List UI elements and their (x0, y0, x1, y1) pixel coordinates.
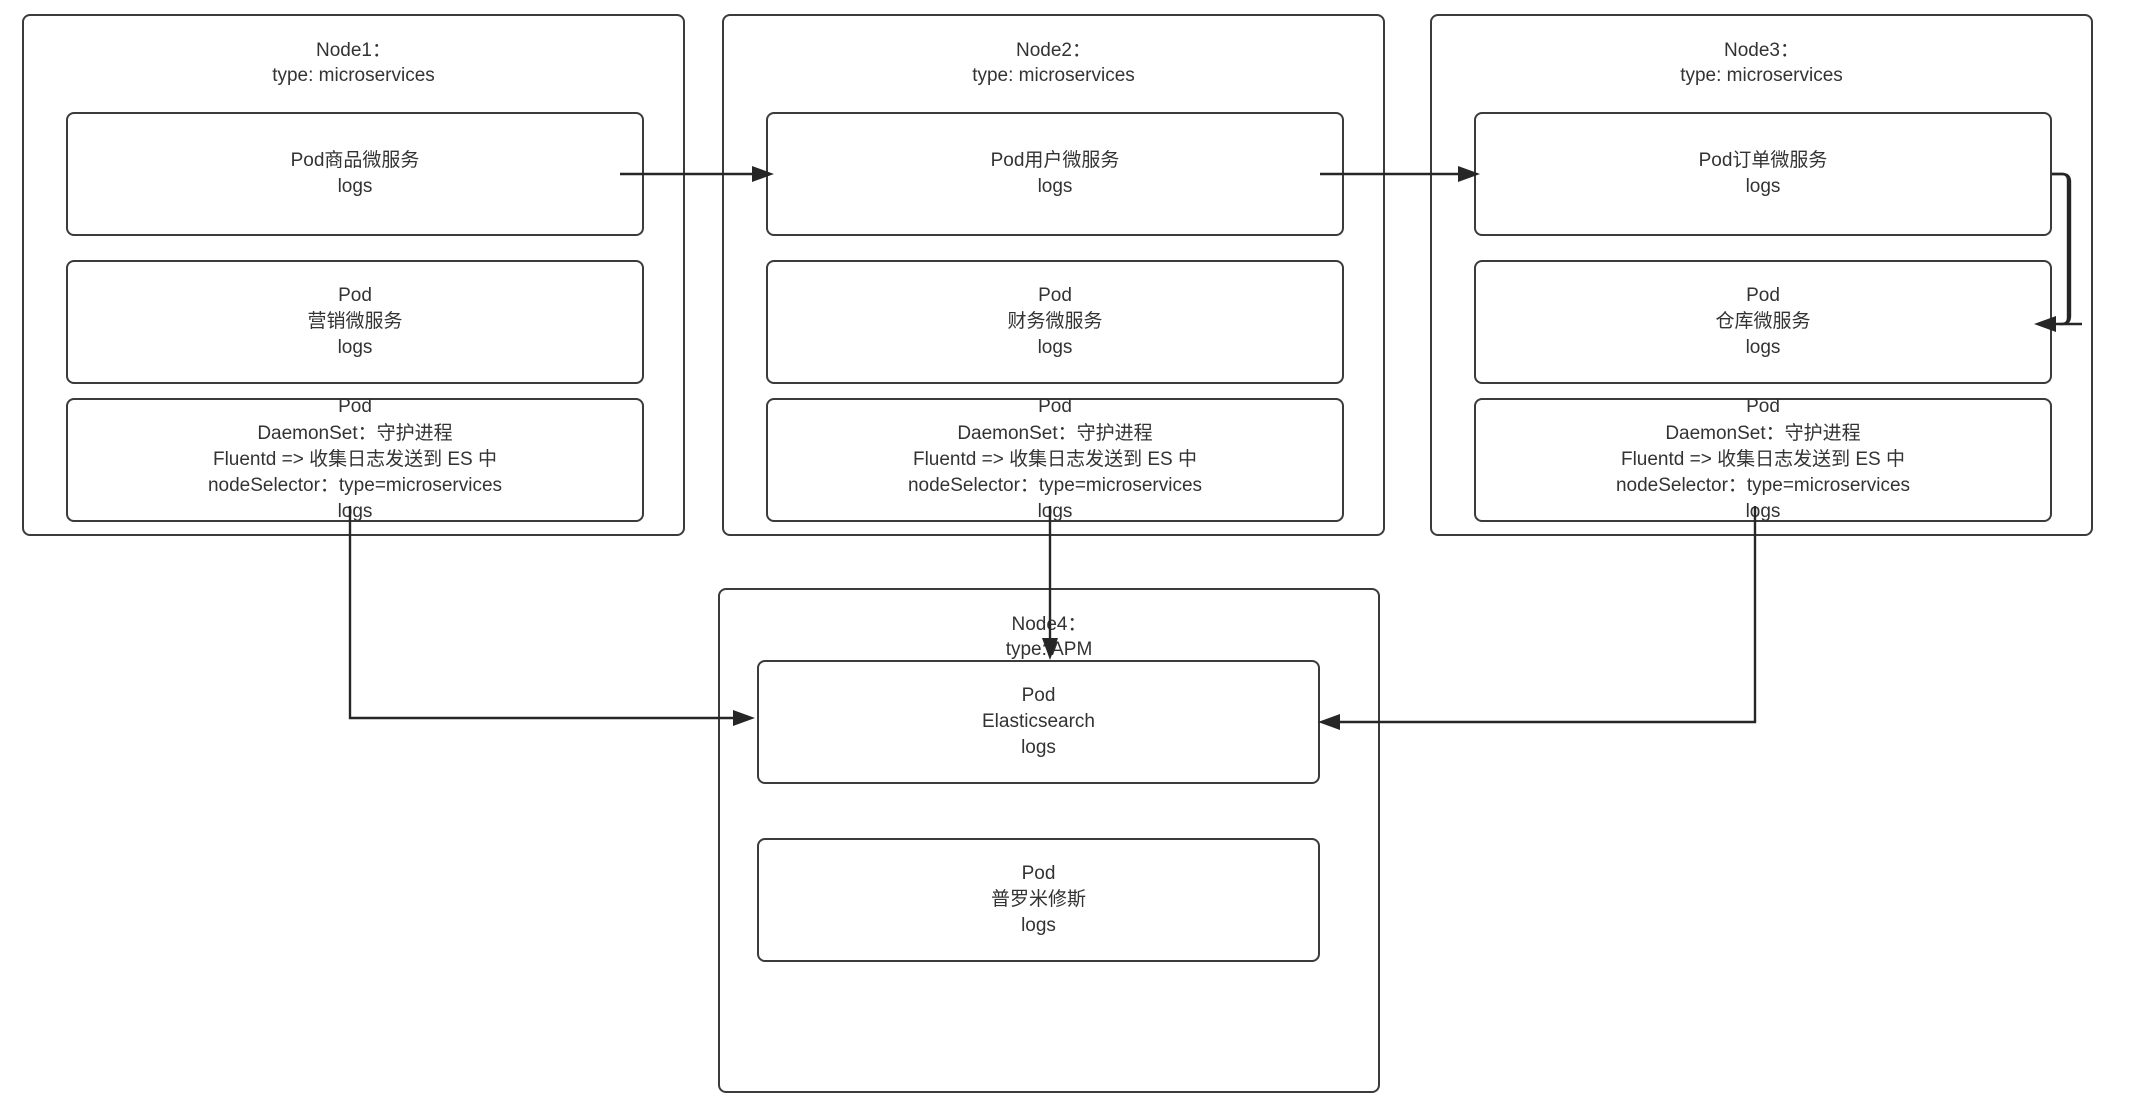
pod-marketing-label: Pod 营销微服务 logs (307, 284, 403, 359)
pod-elasticsearch[interactable]: Pod Elasticsearch logs (757, 660, 1320, 784)
node-container-node1[interactable]: Node1： type: microservices Pod商品微服务 logs… (22, 14, 685, 536)
pod-order[interactable]: Pod订单微服务 logs (1474, 112, 2052, 236)
pod-warehouse-label: Pod 仓库微服务 logs (1715, 284, 1811, 359)
pod-goods[interactable]: Pod商品微服务 logs (66, 112, 644, 236)
node-title-node2: Node2： type: microservices (972, 40, 1135, 87)
pod-order-label: Pod订单微服务 logs (1698, 149, 1828, 197)
pod-finance-label: Pod 财务微服务 logs (1007, 284, 1103, 359)
pod-warehouse[interactable]: Pod 仓库微服务 logs (1474, 260, 2052, 384)
pod-finance[interactable]: Pod 财务微服务 logs (766, 260, 1344, 384)
pod-goods-label: Pod商品微服务 logs (290, 149, 420, 197)
pod-daemonset-1[interactable]: Pod DaemonSet：守护进程 Fluentd => 收集日志发送到 ES… (66, 396, 644, 522)
node-container-node3[interactable]: Node3： type: microservices Pod订单微服务 logs… (1430, 14, 2093, 536)
pod-user[interactable]: Pod用户微服务 logs (766, 112, 1344, 236)
pod-daemonset-2-label: Pod DaemonSet：守护进程 Fluentd => 收集日志发送到 ES… (907, 396, 1203, 523)
pod-user-label: Pod用户微服务 logs (990, 149, 1120, 197)
pod-elasticsearch-label: Pod Elasticsearch logs (982, 684, 1095, 759)
pod-prometheus[interactable]: Pod 普罗米修斯 logs (757, 838, 1320, 962)
node-container-node2[interactable]: Node2： type: microservices Pod用户微服务 logs… (722, 14, 1385, 536)
node-title-node1: Node1： type: microservices (272, 40, 435, 87)
pod-marketing[interactable]: Pod 营销微服务 logs (66, 260, 644, 384)
edge-node1-to-elasticsearch (348, 506, 755, 726)
edge-node3-to-elasticsearch (1318, 506, 1757, 730)
node-container-node4[interactable]: Node4： type: APM Pod Elasticsearch logs … (718, 588, 1380, 1093)
node-title-node3: Node3： type: microservices (1680, 40, 1843, 87)
pod-daemonset-1-label: Pod DaemonSet：守护进程 Fluentd => 收集日志发送到 ES… (207, 396, 503, 523)
pod-prometheus-label: Pod 普罗米修斯 logs (990, 862, 1086, 937)
pod-daemonset-3[interactable]: Pod DaemonSet：守护进程 Fluentd => 收集日志发送到 ES… (1474, 396, 2052, 522)
pod-daemonset-3-label: Pod DaemonSet：守护进程 Fluentd => 收集日志发送到 ES… (1615, 396, 1911, 523)
node-title-node4: Node4： type: APM (1005, 614, 1093, 661)
pod-daemonset-2[interactable]: Pod DaemonSet：守护进程 Fluentd => 收集日志发送到 ES… (766, 396, 1344, 522)
